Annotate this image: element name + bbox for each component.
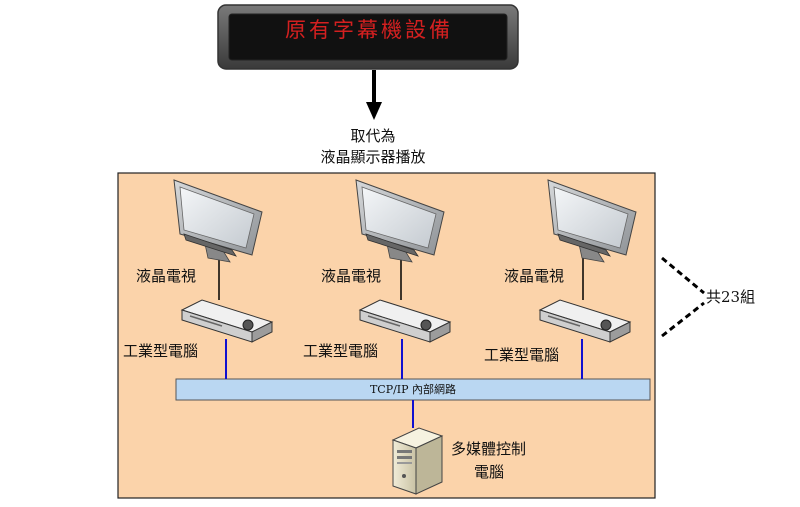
down-arrow [366, 70, 382, 120]
lcd-monitor-1 [173, 179, 263, 263]
sign-text: 原有字幕機設備 [285, 18, 453, 42]
led-sign-board [217, 4, 519, 70]
industrial-pc-3 [538, 299, 632, 343]
network-links [225, 339, 583, 428]
monitor-cables [218, 258, 584, 300]
server-label-line1: 多媒體控制 [451, 440, 527, 458]
lcd-monitor-2 [355, 179, 445, 263]
industrial-pc-1 [180, 299, 274, 343]
pc-label-1: 工業型電腦 [123, 342, 199, 360]
server-label-line2: 電腦 [474, 463, 505, 481]
arrow-caption-line2: 液晶顯示器播放 [320, 148, 426, 166]
monitor-label-3: 液晶電視 [504, 267, 565, 285]
monitor-label-2: 液晶電視 [321, 267, 382, 285]
pc-label-3: 工業型電腦 [484, 346, 560, 364]
arrow-caption-line1: 取代為 [350, 127, 396, 145]
network-label: TCP/IP 內部網路 [369, 383, 457, 396]
industrial-pc-2 [358, 299, 452, 343]
group-bracket [661, 256, 705, 338]
group-count-note: 共23組 [706, 288, 756, 306]
multimedia-server-tower [391, 427, 444, 495]
monitor-label-1: 液晶電視 [136, 267, 197, 285]
pc-label-2: 工業型電腦 [303, 342, 379, 360]
lcd-monitor-3 [547, 179, 637, 263]
